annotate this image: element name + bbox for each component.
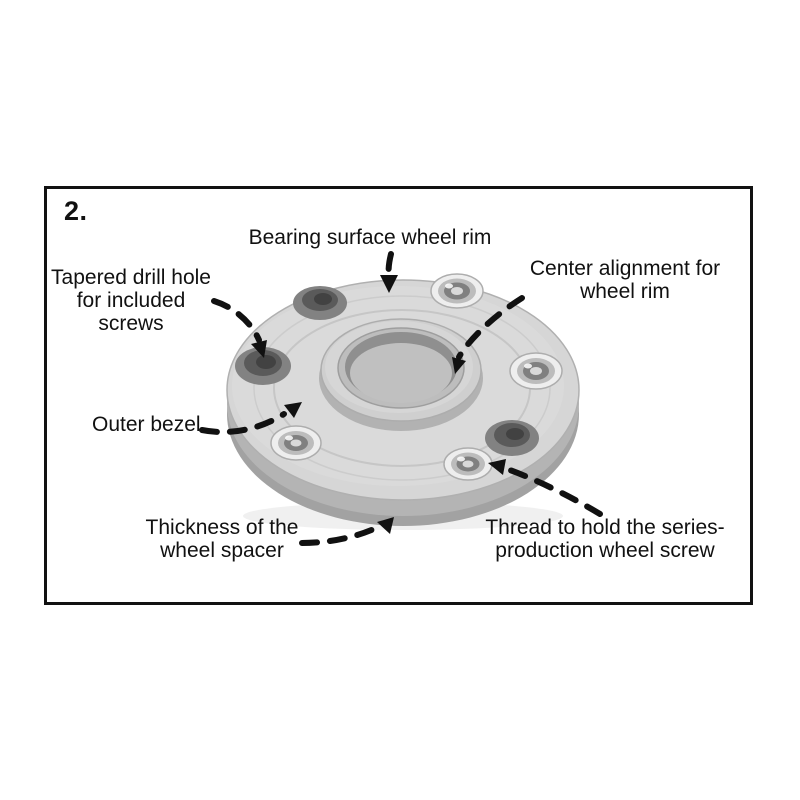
label-outer-bezel: Outer bezel xyxy=(92,413,201,436)
label-center-alignment: Center alignment for wheel rim xyxy=(529,257,721,303)
label-thread: Thread to hold the series- production wh… xyxy=(485,516,725,562)
label-thickness: Thickness of the wheel spacer xyxy=(145,516,299,562)
label-bearing-surface: Bearing surface wheel rim xyxy=(248,226,492,249)
label-tapered-drill-hole: Tapered drill hole for included screws xyxy=(51,266,211,335)
step-number: 2. xyxy=(64,196,88,226)
